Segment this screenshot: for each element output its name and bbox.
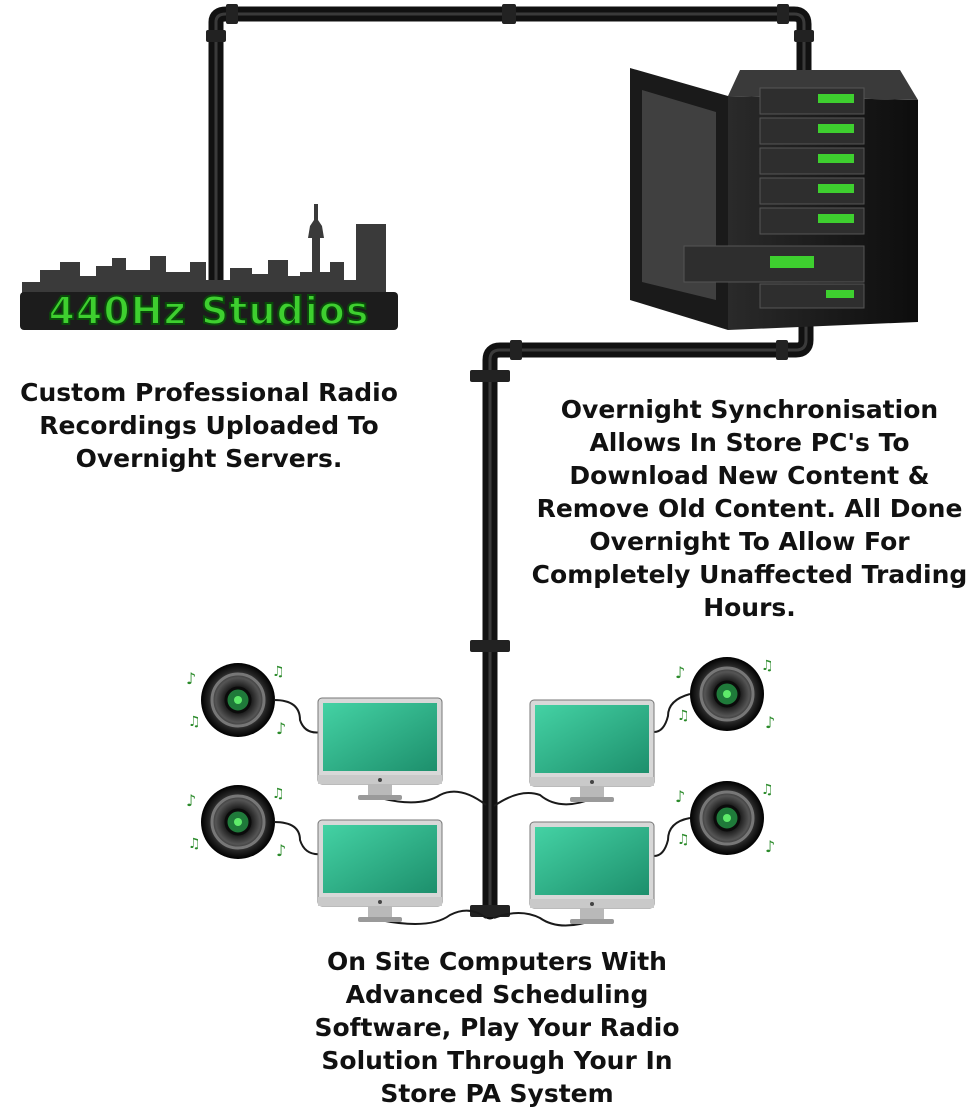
onsite-caption: On Site Computers With Advanced Scheduli…	[290, 945, 704, 1110]
speaker-icon	[184, 661, 288, 740]
caption-line: Custom Professional Radio	[20, 378, 398, 407]
caption-line: Overnight Servers.	[75, 444, 343, 473]
caption-line: Overnight To Allow For	[589, 527, 910, 556]
distribution-pipe	[482, 314, 814, 920]
monitor-icon	[317, 819, 443, 923]
caption-line: Recordings Uploaded To	[39, 411, 379, 440]
sync-caption: Overnight Synchronisation Allows In Stor…	[520, 393, 979, 624]
caption-line: Completely Unaffected Trading	[531, 560, 968, 589]
caption-line: Solution Through Your In	[321, 1046, 673, 1075]
pipe-connector-icon	[206, 4, 814, 42]
caption-line: Store PA System	[380, 1079, 614, 1108]
caption-line: Remove Old Content. All Done	[536, 494, 963, 523]
caption-line: Advanced Scheduling	[345, 980, 649, 1009]
caption-line: Overnight Synchronisation	[560, 395, 939, 424]
caption-line: Software, Play Your Radio	[314, 1013, 680, 1042]
server-rack-icon	[630, 68, 918, 330]
cable-group	[273, 693, 691, 927]
speaker-icon	[184, 783, 288, 862]
caption-line: Hours.	[703, 593, 796, 622]
monitor-icon	[529, 821, 655, 925]
caption-line: Download New Content &	[569, 461, 930, 490]
caption-line: Allows In Store PC's To	[589, 428, 910, 457]
caption-line: On Site Computers With	[327, 947, 667, 976]
logo: 440Hz Studios	[20, 288, 398, 334]
monitor-icon	[529, 699, 655, 803]
monitor-icon	[317, 697, 443, 801]
studio-caption: Custom Professional Radio Recordings Upl…	[0, 376, 418, 475]
logo-text: 440Hz Studios	[48, 289, 369, 333]
